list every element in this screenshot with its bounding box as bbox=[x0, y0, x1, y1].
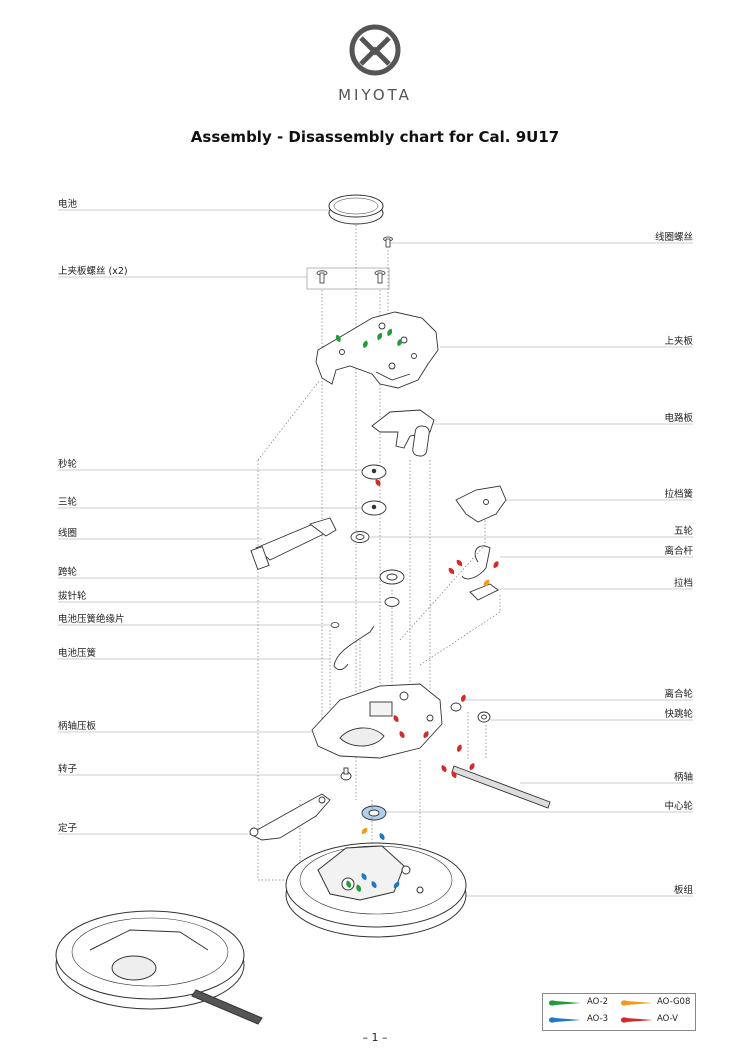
label-circuit-board: 电路板 bbox=[664, 413, 693, 424]
label-setting-wheel: 拔针轮 bbox=[58, 591, 87, 602]
miyota-logo-icon bbox=[349, 24, 401, 76]
label-stem-plate: 柄轴压板 bbox=[58, 721, 97, 732]
label-intermediate-wheel: 跨轮 bbox=[58, 567, 78, 578]
battery-spring-part bbox=[333, 625, 375, 671]
legend: AO-2 AO-G08 AO-3 AO-V bbox=[542, 993, 696, 1031]
upper-plate-part bbox=[315, 311, 439, 389]
stator-part bbox=[249, 793, 331, 841]
clutch-wheel-part bbox=[450, 702, 462, 712]
label-battery-spring: 电池压簧 bbox=[58, 648, 97, 659]
yoke-part bbox=[461, 545, 491, 580]
label-upper-plate-screw: 上夹板螺丝 (x2) bbox=[58, 266, 128, 277]
setting-lever-part bbox=[469, 583, 499, 601]
legend-markers bbox=[549, 1000, 653, 1023]
main-plate-part bbox=[285, 842, 467, 938]
legend-marker-aog08 bbox=[621, 1000, 653, 1006]
page-title: Assembly - Disassembly chart for Cal. 9U… bbox=[190, 128, 560, 146]
label-quick-change-wheel: 快跳轮 bbox=[664, 709, 693, 720]
label-battery-insulator: 电池压簧绝缘片 bbox=[58, 614, 125, 625]
rotor-part bbox=[340, 767, 352, 781]
legend-marker-ao2 bbox=[549, 1000, 581, 1006]
legend-label-aov: AO-V bbox=[657, 1014, 678, 1024]
battery-insulator-part bbox=[330, 622, 340, 628]
battery-part bbox=[328, 194, 384, 225]
brand-name: MIYOTA bbox=[338, 86, 412, 104]
label-main-plate: 板组 bbox=[673, 885, 693, 896]
label-coil: 线圈 bbox=[58, 528, 78, 539]
page-number: – 1 – bbox=[362, 1031, 388, 1044]
label-second-wheel: 秒轮 bbox=[58, 459, 78, 470]
label-stator: 定子 bbox=[58, 823, 78, 834]
stem-plate-part bbox=[311, 683, 443, 759]
setting-wheel-part bbox=[384, 597, 400, 607]
coil-screw-part bbox=[383, 236, 393, 248]
setting-lever-spring-part bbox=[455, 485, 507, 523]
second-wheel-part bbox=[361, 464, 387, 480]
circuit-board-part bbox=[371, 409, 435, 457]
upper-plate-screws-part bbox=[316, 270, 386, 284]
label-fifth-wheel: 五轮 bbox=[673, 526, 693, 537]
label-winding-stem: 柄轴 bbox=[673, 772, 693, 783]
intermediate-wheel-part bbox=[379, 569, 405, 585]
overview-movement-part bbox=[55, 910, 263, 1025]
fifth-wheel-part bbox=[350, 531, 370, 543]
coil-part bbox=[250, 517, 337, 571]
winding-stem-part bbox=[451, 765, 551, 809]
label-battery: 电池 bbox=[58, 199, 78, 210]
label-center-wheel: 中心轮 bbox=[664, 801, 693, 812]
legend-label-aog08: AO-G08 bbox=[657, 997, 691, 1007]
legend-marker-ao3 bbox=[549, 1017, 581, 1023]
center-wheel-part bbox=[361, 805, 387, 821]
legend-marker-aov bbox=[621, 1017, 653, 1023]
quick-change-wheel-part bbox=[477, 711, 491, 723]
label-clutch-wheel: 离合轮 bbox=[664, 689, 693, 700]
label-setting-lever-spring: 拉档簧 bbox=[664, 489, 693, 500]
label-coil-screw: 线圈螺丝 bbox=[654, 232, 693, 243]
third-wheel-part bbox=[361, 500, 387, 516]
label-third-wheel: 三轮 bbox=[58, 497, 78, 508]
label-setting-lever: 拉档 bbox=[673, 578, 693, 589]
label-upper-plate: 上夹板 bbox=[664, 336, 693, 347]
legend-label-ao2: AO-2 bbox=[587, 997, 609, 1007]
label-rotor: 转子 bbox=[58, 764, 78, 775]
label-yoke: 离合杆 bbox=[664, 546, 693, 557]
legend-label-ao3: AO-3 bbox=[587, 1014, 609, 1024]
